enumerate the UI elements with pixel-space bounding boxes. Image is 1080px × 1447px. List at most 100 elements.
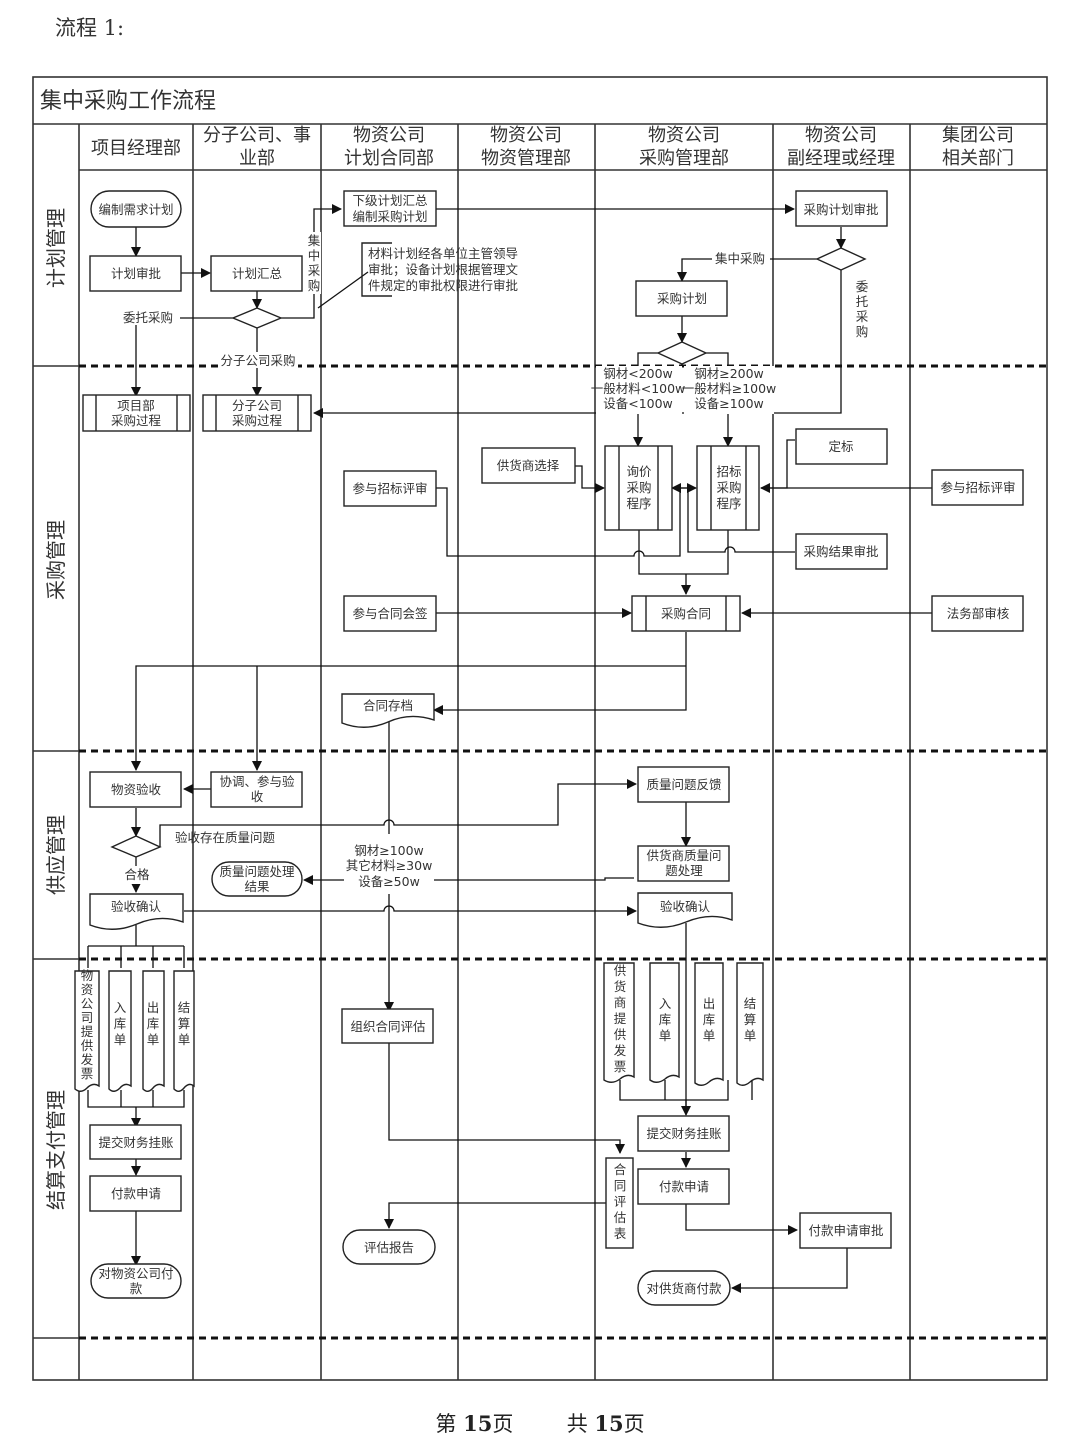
col-header-procurement-l2: 采购管理部 — [639, 148, 729, 169]
node-submit-finance-left-shape[interactable] — [89, 1124, 182, 1160]
node-award-shape[interactable] — [795, 428, 888, 465]
node-contract-cosign-shape[interactable] — [343, 595, 437, 632]
annotation-bracket — [361, 242, 392, 297]
node-submit-finance-right-shape[interactable] — [637, 1115, 730, 1152]
node-supplier-quality-shape[interactable] — [637, 845, 730, 882]
lane-dividers — [79, 364, 1047, 1340]
node-doc-invoice-left-shape[interactable] — [74, 970, 100, 1092]
col-header-plan-contract-l1: 物资公司 — [353, 125, 425, 146]
node-bid-review-right: 参与招标评审 — [940, 480, 1015, 495]
node-bid-review-right-shape[interactable] — [931, 469, 1024, 506]
node-coordinate-l2: 收 — [251, 789, 264, 804]
node-pay-material-shape[interactable] — [90, 1263, 182, 1299]
node-doc-settle-left: 结算单 — [178, 1000, 191, 1047]
node-doc-in-left-shape[interactable] — [108, 970, 132, 1092]
node-coordinate-shape[interactable] — [210, 771, 303, 808]
node-doc-settle-right-shape[interactable] — [736, 962, 764, 1086]
label-cond-low-l2: 一般材料<100w — [591, 381, 686, 396]
node-submit-finance-left: 提交财务挂账 — [98, 1135, 174, 1150]
node-inquiry-l1: 询价 — [626, 464, 652, 479]
node-purchase-plan-approval-shape[interactable] — [795, 190, 888, 227]
node-doc-invoice-right-shape[interactable] — [603, 962, 635, 1083]
edge-labels: 委托采购 集中采购 分子公司采购 集中采购 委托采购 钢材<200w 一般材料<… — [120, 232, 869, 889]
node-legal-review: 法务部审核 — [947, 606, 1010, 621]
node-contract-archive-shape[interactable] — [341, 693, 435, 728]
label-eval-cond-l1: 钢材≥100w — [354, 843, 424, 858]
footer-total-suffix: 页 — [623, 1412, 645, 1436]
lane-labels: 计划管理 采购管理 供应管理 结算支付管理 — [44, 208, 68, 1210]
col-header-subsidiary-l1: 分子公司、事 — [203, 125, 311, 146]
decision-approval-route[interactable] — [815, 247, 867, 271]
page-label: 流程 1: — [55, 16, 125, 40]
node-result-approval-shape[interactable] — [795, 533, 888, 570]
node-pay-supplier: 对供货商付款 — [646, 1281, 722, 1296]
node-sub-proc-l2: 采购过程 — [232, 413, 283, 428]
label-subsidiary-purchase: 分子公司采购 — [220, 353, 295, 368]
node-tender-l1: 招标 — [716, 464, 741, 479]
node-legal-review-shape[interactable] — [931, 595, 1024, 632]
node-quality-result-shape[interactable] — [211, 861, 303, 897]
node-bid-review-left-shape[interactable] — [343, 470, 437, 507]
node-proj-proc-shape[interactable] — [82, 394, 191, 432]
node-compile-demand-shape[interactable] — [90, 190, 182, 228]
diagram-title: 集中采购工作流程 — [40, 89, 216, 114]
node-plan-approval-shape[interactable] — [89, 255, 182, 292]
node-eval-report-shape[interactable] — [342, 1229, 436, 1265]
node-tender-l2: 采购 — [716, 480, 741, 495]
node-doc-out-left-shape[interactable] — [142, 970, 165, 1092]
node-pay-material-l1: 对物资公司付 — [98, 1266, 173, 1281]
node-org-eval-shape[interactable] — [341, 1008, 434, 1044]
node-quality-feedback-shape[interactable] — [637, 766, 730, 803]
node-bid-review-left: 参与招标评审 — [352, 481, 427, 496]
node-accept-confirm-right-shape[interactable] — [637, 892, 733, 928]
node-supplier-select-shape[interactable] — [481, 447, 576, 484]
node-tender-shape[interactable] — [696, 445, 760, 531]
label-qualified: 合格 — [124, 867, 150, 882]
col-header-project-dept: 项目经理部 — [91, 138, 181, 159]
col-header-plan-contract-l2: 计划合同部 — [344, 148, 434, 169]
label-entrust-right: 委托采购 — [856, 279, 869, 339]
col-header-subsidiary-l2: 业部 — [239, 148, 275, 169]
node-submit-finance-right: 提交财务挂账 — [646, 1126, 722, 1141]
decision-amount-route[interactable] — [656, 341, 708, 365]
col-header-material-mgmt-l2: 物资管理部 — [481, 148, 571, 169]
decision-plan-route[interactable] — [231, 307, 283, 329]
node-pay-approval: 付款申请审批 — [808, 1223, 883, 1238]
node-quality-result-l1: 质量问题处理 — [219, 864, 295, 879]
label-cond-high-l3: 设备≥100w — [694, 396, 764, 411]
node-sub-summary-l1: 下级计划汇总 — [352, 193, 427, 208]
node-doc-out-right-shape[interactable] — [694, 962, 724, 1086]
node-purchase-plan-approval: 采购计划审批 — [803, 202, 878, 217]
node-sub-summary-shape[interactable] — [343, 190, 437, 227]
node-purchase-plan-shape[interactable] — [635, 280, 728, 317]
col-header-material-mgmt-l1: 物资公司 — [490, 125, 562, 146]
node-pay-request-left-shape[interactable] — [89, 1175, 182, 1212]
label-central-right: 集中采购 — [715, 251, 765, 266]
node-purchase-contract-shape[interactable] — [631, 595, 741, 632]
node-material-accept: 物资验收 — [111, 782, 162, 797]
col-header-group-l2: 相关部门 — [942, 148, 1014, 169]
lane-label-supply: 供应管理 — [44, 815, 68, 895]
footer-page-suffix: 页 — [492, 1412, 514, 1436]
node-pay-approval-shape[interactable] — [799, 1212, 892, 1249]
node-sub-proc-shape[interactable] — [202, 394, 312, 432]
label-cond-high-l2: 一般材料≥100w — [682, 381, 777, 396]
node-proj-proc-l2: 采购过程 — [111, 413, 162, 428]
node-sub-summary-l2: 编制采购计划 — [352, 209, 427, 224]
label-cond-low-l3: 设备<100w — [603, 396, 673, 411]
node-accept-confirm-left-shape[interactable] — [89, 893, 184, 930]
node-doc-in-right-shape[interactable] — [649, 962, 680, 1083]
decision-quality-check[interactable] — [110, 835, 162, 858]
label-eval-cond-l2: 其它材料≥30w — [346, 858, 433, 873]
node-pay-supplier-shape[interactable] — [637, 1270, 731, 1306]
node-inquiry-shape[interactable] — [604, 445, 673, 531]
node-material-accept-shape[interactable] — [89, 771, 182, 808]
annotation-l1: 材料计划经各单位主管领导 — [368, 246, 518, 261]
node-pay-request-right-shape[interactable] — [637, 1168, 730, 1205]
node-pay-request-left: 付款申请 — [111, 1186, 161, 1201]
node-doc-settle-left-shape[interactable] — [173, 970, 195, 1092]
node-inquiry-l3: 程序 — [626, 496, 651, 511]
node-contract-eval-form-shape[interactable] — [605, 1157, 634, 1249]
node-plan-approval: 计划审批 — [111, 266, 161, 281]
node-plan-summary-shape[interactable] — [210, 255, 303, 292]
